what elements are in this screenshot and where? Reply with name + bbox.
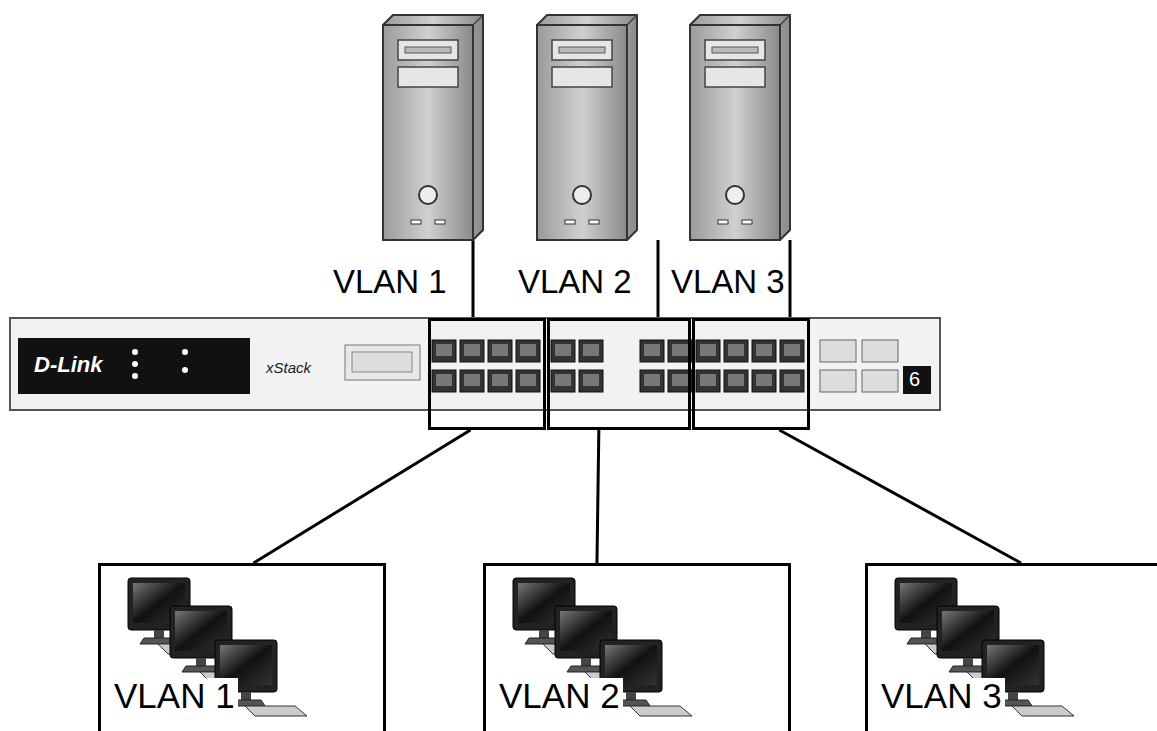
- vlan-label: VLAN 1: [111, 678, 238, 713]
- vlan-label: VLAN 2: [496, 678, 623, 713]
- network-cable: [597, 430, 599, 563]
- unit-display: 6: [909, 369, 920, 389]
- client-group-box: VLAN 3: [865, 563, 1157, 731]
- port-group: VLAN 1: [428, 318, 546, 430]
- port-group: VLAN 3: [692, 318, 810, 430]
- vlan-label: VLAN 3: [878, 678, 1005, 713]
- client-group-box: VLAN 2: [483, 563, 791, 731]
- network-cable: [254, 430, 471, 563]
- brand-logo: D-Link: [34, 354, 102, 376]
- client-group-box: VLAN 1: [98, 563, 386, 731]
- vlan-heading: VLAN 3: [671, 265, 785, 298]
- series-name: xStack: [266, 360, 311, 375]
- network-cable: [779, 430, 1021, 563]
- vlan-heading: VLAN 2: [518, 265, 632, 298]
- vlan-heading: VLAN 1: [333, 265, 447, 298]
- port-group: VLAN 2: [547, 318, 691, 430]
